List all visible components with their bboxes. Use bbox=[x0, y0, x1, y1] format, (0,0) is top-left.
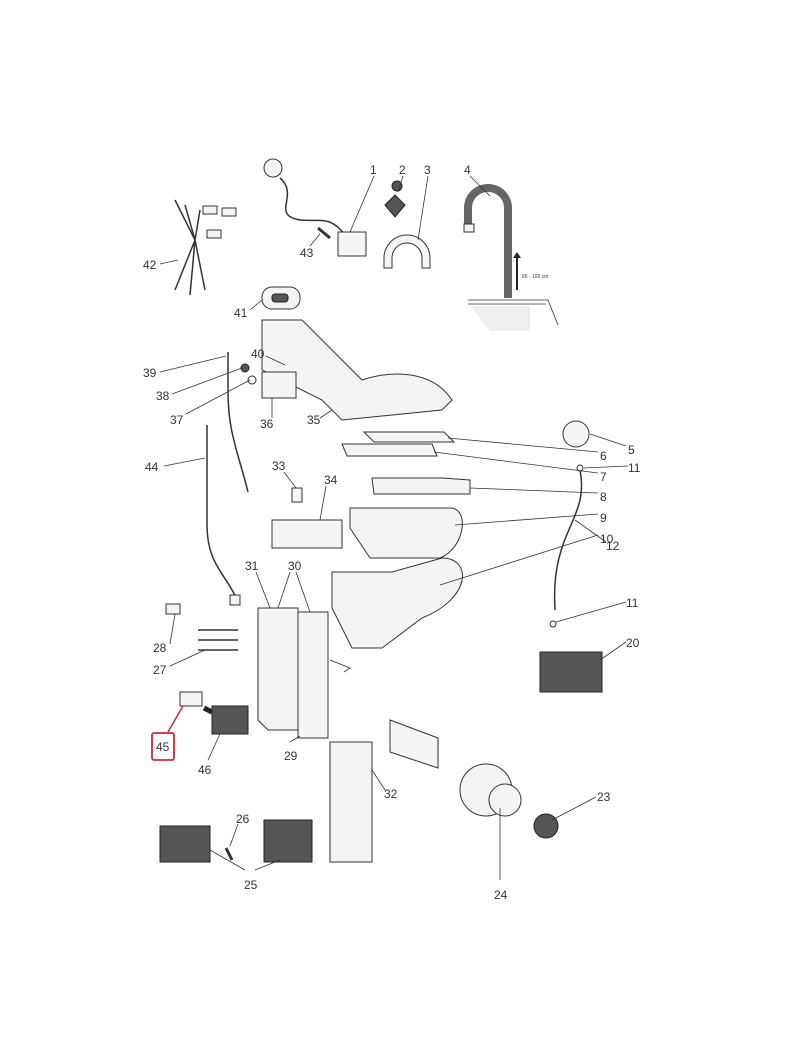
callout-40: 40 bbox=[251, 347, 265, 361]
part-34-tray bbox=[271, 519, 343, 549]
callout-38: 38 bbox=[156, 389, 170, 403]
part-20-door-lock bbox=[539, 651, 603, 693]
part-33 bbox=[291, 487, 303, 503]
callout-33: 33 bbox=[272, 459, 286, 473]
part-12-pressure-hose bbox=[549, 464, 584, 628]
part-10-dispenser-housing bbox=[331, 557, 463, 649]
part-2-clamp bbox=[384, 180, 406, 218]
callout-2: 2 bbox=[399, 163, 406, 177]
part-37 bbox=[247, 375, 257, 385]
callout-35: 35 bbox=[307, 413, 321, 427]
leader-lines bbox=[159, 175, 629, 880]
callout-27: 27 bbox=[153, 663, 167, 677]
callout-34: 34 bbox=[324, 473, 338, 487]
drain-height-note: 65 - 100 cm bbox=[522, 274, 548, 280]
part-43-screw bbox=[317, 226, 331, 240]
part-9-dispenser-drawer bbox=[349, 507, 463, 559]
part-31-pcb-cover bbox=[257, 607, 299, 731]
callout-39: 39 bbox=[143, 366, 157, 380]
part-32-shield bbox=[329, 719, 439, 863]
part-4-drain-hose: 65 - 100 cm bbox=[463, 184, 559, 331]
part-35-top-panel bbox=[261, 319, 453, 421]
callout-32: 32 bbox=[384, 787, 398, 801]
part-45-highlight-box bbox=[151, 732, 175, 761]
callout-4: 4 bbox=[464, 163, 471, 177]
part-39-hose bbox=[227, 352, 249, 493]
callout-45: 45 bbox=[156, 740, 170, 754]
callout-11-upper: 11 bbox=[628, 461, 641, 475]
part-25-motors bbox=[159, 819, 313, 863]
part-6-8-dispenser-covers bbox=[341, 431, 471, 495]
callout-20: 20 bbox=[626, 636, 640, 650]
part-45-component bbox=[179, 691, 203, 707]
callout-25: 25 bbox=[244, 878, 258, 892]
callout-42: 42 bbox=[143, 258, 157, 272]
callout-36: 36 bbox=[260, 417, 274, 431]
callout-24: 24 bbox=[494, 888, 508, 902]
part-5-pressure-switch bbox=[562, 420, 590, 448]
callout-labels: 1 2 3 4 5 6 7 8 9 10 11 12 11 20 23 24 2… bbox=[143, 163, 641, 902]
part-36-filter bbox=[261, 371, 297, 399]
part-3-hose-guide bbox=[383, 234, 431, 269]
part-38 bbox=[240, 363, 250, 373]
callout-46: 46 bbox=[198, 763, 212, 777]
part-28-fuse bbox=[165, 603, 181, 615]
part-30-pcb bbox=[297, 611, 351, 739]
callout-37: 37 bbox=[170, 413, 184, 427]
callout-23: 23 bbox=[597, 790, 611, 804]
callout-28: 28 bbox=[153, 641, 167, 655]
callout-31: 31 bbox=[245, 559, 259, 573]
part-23-pump-filter bbox=[533, 813, 559, 839]
part-26-screw bbox=[224, 847, 234, 861]
callout-9: 9 bbox=[600, 511, 607, 525]
callout-6: 6 bbox=[600, 449, 607, 463]
callout-7: 7 bbox=[600, 470, 607, 484]
part-46-module bbox=[202, 705, 249, 735]
callout-5: 5 bbox=[628, 443, 635, 457]
callout-8: 8 bbox=[600, 490, 607, 504]
callout-3: 3 bbox=[424, 163, 431, 177]
callout-1: 1 bbox=[370, 163, 377, 177]
part-44-cable bbox=[206, 425, 241, 606]
callout-26: 26 bbox=[236, 812, 250, 826]
callout-29: 29 bbox=[284, 749, 298, 763]
callout-10: 10 bbox=[600, 532, 614, 546]
callout-41: 41 bbox=[234, 306, 248, 320]
callout-43: 43 bbox=[300, 246, 314, 260]
callout-11-lower: 11 bbox=[626, 596, 639, 610]
part-41-grommet bbox=[261, 286, 301, 310]
part-42-wiring-harness bbox=[174, 199, 237, 296]
callout-30: 30 bbox=[288, 559, 302, 573]
callout-44: 44 bbox=[145, 460, 159, 474]
part-1-power-cord bbox=[263, 158, 367, 257]
callout-12: 12 bbox=[606, 539, 620, 553]
part-27-heater bbox=[198, 629, 238, 651]
part-24-drain-pump bbox=[459, 763, 522, 817]
